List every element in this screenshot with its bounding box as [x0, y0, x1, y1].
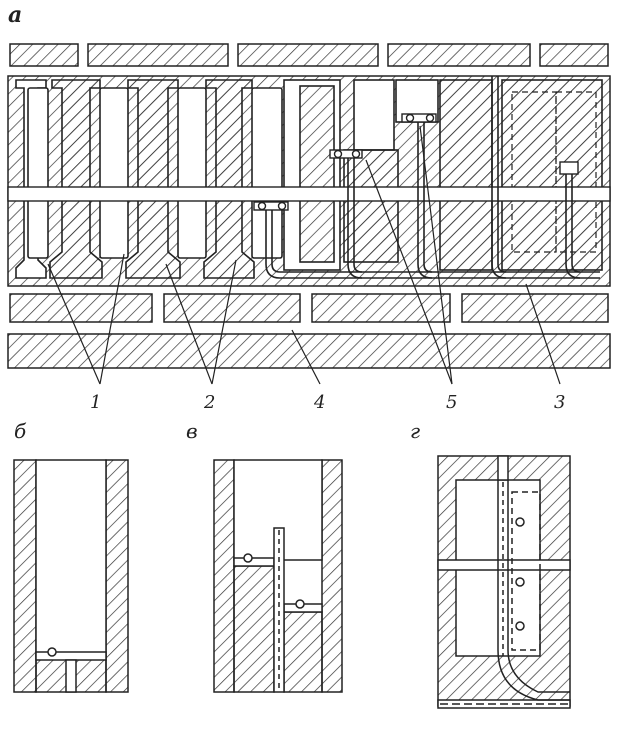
- pillars: [49, 79, 255, 279]
- pipes: [265, 76, 600, 279]
- callout-1: 1: [90, 392, 101, 413]
- chamber-opening: [177, 87, 207, 259]
- right-pillars: [299, 79, 603, 271]
- callout-4: 4: [313, 392, 325, 413]
- leader-lines: [47, 125, 561, 385]
- label-pane-v: в: [186, 419, 198, 443]
- transverse-drift: [7, 186, 611, 202]
- callout-numbers: 1 2 4 5 3: [90, 392, 565, 413]
- dashed-outline: [511, 91, 597, 253]
- pillar: [49, 79, 103, 279]
- label-pane-g: г: [410, 419, 420, 443]
- label-pane-a: а: [8, 2, 22, 28]
- pane-g: [437, 455, 571, 709]
- chamber-opening: [27, 87, 49, 259]
- pillar: [125, 79, 181, 279]
- callout-3: 3: [554, 392, 565, 413]
- pillar: [203, 79, 255, 279]
- pipe-fittings: [253, 113, 579, 211]
- pane-b: [13, 459, 129, 693]
- callout-2: 2: [203, 392, 215, 413]
- chamber-opening: [99, 87, 129, 259]
- pane-v: [213, 459, 343, 693]
- label-pane-b: б: [14, 419, 27, 443]
- lower-rock: [7, 293, 611, 369]
- chamber-opening: [251, 87, 283, 259]
- openings: [27, 87, 283, 259]
- top-rock-row: [9, 43, 609, 67]
- callout-5: 5: [446, 392, 457, 413]
